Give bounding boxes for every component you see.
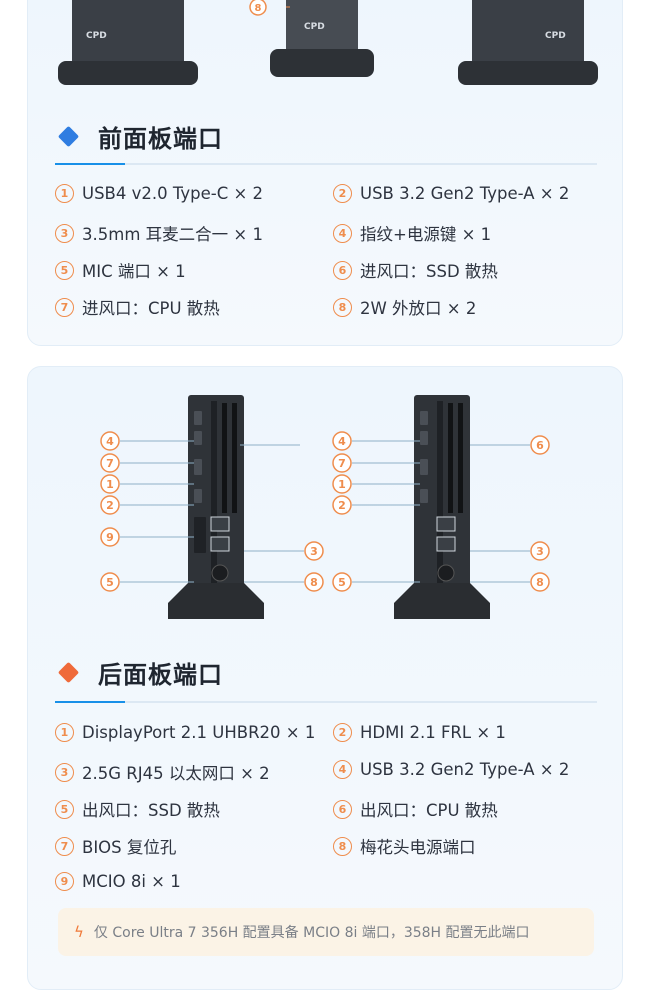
front-title-text: 前面板端口 (98, 125, 223, 153)
callout-number: 2 (338, 499, 346, 512)
callout-number: 7 (106, 457, 114, 470)
callout-badge (100, 495, 120, 515)
back-device-illustrations: 4 7 1 2 9 5 3 8 4 7 1 2 5 6 3 8 (100, 395, 550, 619)
logo-center: CPD (304, 22, 325, 32)
callout-number: 4 (106, 435, 114, 448)
callout-badge (304, 541, 324, 561)
front-section-title: 前面板端口 (57, 119, 223, 154)
config-note: ϟ 仅 Core Ultra 7 356H 配置具备 MCIO 8i 端口，35… (58, 908, 594, 956)
callout-badge (530, 572, 550, 592)
callout-number: 1 (338, 478, 346, 491)
callout-badge (332, 495, 352, 515)
callout-number: 2 (106, 499, 114, 512)
back-section-title: 后面板端口 (57, 655, 223, 690)
callout-badge (530, 435, 550, 455)
front-device-left: CPD (58, 0, 198, 85)
callout-badge (332, 474, 352, 494)
back-divider (55, 701, 597, 703)
callout-badges: 4 7 1 2 9 5 3 8 4 7 1 2 5 6 3 8 (100, 431, 550, 592)
callout-number: 8 (536, 576, 544, 589)
callout-badge (332, 572, 352, 592)
front-divider (55, 163, 597, 165)
back-device-right (394, 395, 490, 619)
back-device-left (168, 395, 264, 619)
back-title-text: 后面板端口 (98, 661, 223, 689)
logo-right: CPD (545, 31, 566, 41)
front-device-illustrations: CPD CPD 8 CPD (58, 0, 598, 85)
callout-number: 5 (106, 576, 114, 589)
callout-badge (249, 0, 267, 16)
callout-badge (530, 541, 550, 561)
callout-badge (100, 431, 120, 451)
lightning-icon: ϟ (74, 923, 84, 941)
callout-badge (100, 474, 120, 494)
callout-number: 6 (536, 439, 544, 452)
callout-badge (100, 527, 120, 547)
diamond-icon (57, 661, 80, 684)
callout-number: 5 (338, 576, 346, 589)
callout-number: 8 (310, 576, 318, 589)
callout-number: 8 (255, 3, 262, 14)
logo-left: CPD (86, 31, 107, 41)
callout-badge (332, 453, 352, 473)
callout-number: 4 (338, 435, 346, 448)
config-note-text: 仅 Core Ultra 7 356H 配置具备 MCIO 8i 端口，358H… (93, 925, 530, 941)
front-device-right: CPD (458, 0, 598, 85)
diamond-icon (57, 125, 80, 148)
callout-number: 7 (338, 457, 346, 470)
callout-number: 3 (310, 545, 318, 558)
callout-number: 9 (106, 531, 114, 544)
callout-badge (100, 572, 120, 592)
callout-badge (304, 572, 324, 592)
callout-number: 1 (106, 478, 114, 491)
callout-number: 3 (536, 545, 544, 558)
front-device-center: CPD 8 (249, 0, 374, 77)
callout-badge (332, 431, 352, 451)
callout-lines (120, 440, 530, 583)
callout-badge (100, 453, 120, 473)
